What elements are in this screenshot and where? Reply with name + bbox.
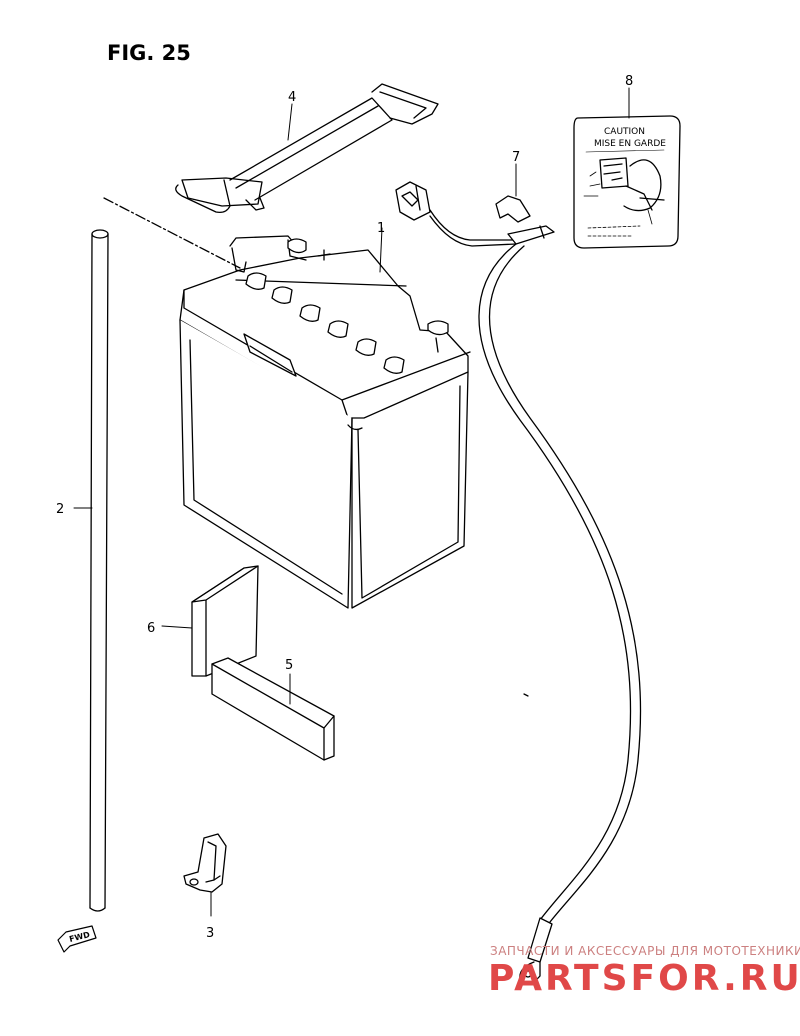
callout-3: 3	[206, 926, 214, 941]
callout-5: 5	[285, 658, 293, 673]
pad-5-drawing	[211, 657, 335, 761]
callout-1: 1	[377, 221, 385, 236]
callout-leaders	[73, 87, 630, 917]
cell-caps	[245, 272, 405, 374]
battery-drawing	[179, 235, 471, 609]
clamp-drawing	[183, 833, 227, 893]
caution-label-line2: MISE EN GARDE	[594, 139, 666, 149]
watermark-tagline: ЗАПЧАСТИ И АКСЕССУАРЫ ДЛЯ МОТОТЕХНИКИ	[490, 944, 800, 958]
callout-4: 4	[288, 90, 296, 105]
callout-2: 2	[56, 502, 64, 517]
caution-label-line1: CAUTION	[604, 127, 645, 137]
callout-6: 6	[147, 621, 155, 636]
figure-title: FIG. 25	[107, 41, 191, 65]
breather-tube-drawing	[89, 229, 109, 912]
breather-leader	[103, 197, 241, 269]
caution-label-drawing: CAUTION MISE EN GARDE	[573, 115, 681, 249]
battery-band-drawing	[175, 83, 439, 214]
watermark: ЗАПЧАСТИ И АКСЕССУАРЫ ДЛЯ МОТОТЕХНИКИ PA…	[488, 944, 800, 999]
callout-8: 8	[625, 74, 633, 89]
lead-wire-drawing	[395, 181, 642, 984]
callout-numbers: 1 2 3 4 5 6 7 8	[56, 74, 633, 941]
callout-7: 7	[512, 150, 520, 165]
pad-6-drawing	[191, 565, 259, 677]
watermark-logo: PARTSFOR.RU	[488, 958, 800, 999]
forward-arrow-icon: FWD	[57, 925, 97, 953]
